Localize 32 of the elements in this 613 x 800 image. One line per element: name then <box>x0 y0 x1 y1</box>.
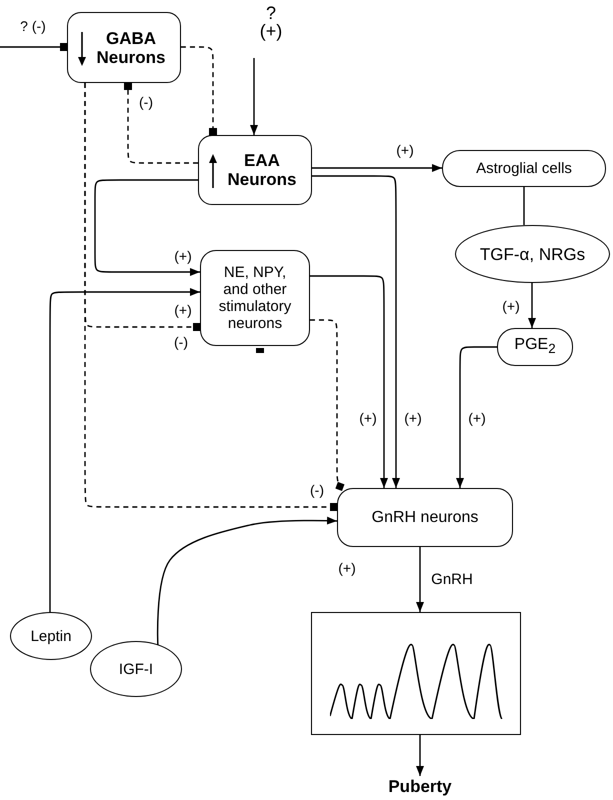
edge-label: ? (+) <box>258 4 284 40</box>
arrow <box>49 288 200 612</box>
arrow <box>310 275 388 488</box>
cell-box <box>442 150 606 187</box>
neuron-box <box>337 488 513 547</box>
dashed-inhibition-line <box>124 82 198 164</box>
neuron-box <box>200 250 310 346</box>
neuron-box <box>67 12 181 83</box>
node-label: Astroglial cells <box>476 160 572 177</box>
node-label: EAA Neurons <box>226 151 298 189</box>
outcome-text: Puberty <box>388 776 452 796</box>
node-label: Leptin <box>30 628 72 644</box>
arrow <box>250 58 258 135</box>
arrow <box>416 547 424 612</box>
arrow <box>312 164 442 172</box>
arrow <box>528 283 536 328</box>
arrow <box>312 175 400 488</box>
arrow <box>416 735 424 776</box>
dashed-inhibition-line <box>310 319 344 492</box>
dashed-inhibition-line <box>181 46 217 136</box>
node-label: PGE$_{2}$ <box>514 336 556 358</box>
neuron-box <box>198 135 312 205</box>
arrow <box>456 346 497 488</box>
node-label: GnRH neurons <box>372 508 478 526</box>
node-label: NE, NPY, and other stimulatory neurons <box>218 264 292 332</box>
node-label: TGF-α, NRGs <box>480 244 586 264</box>
factor-box <box>497 328 573 366</box>
node-label: IGF-I <box>118 660 154 678</box>
arrow <box>94 179 200 276</box>
node-label: GABA Neurons <box>96 28 166 66</box>
dashed-inhibition-line <box>84 83 338 511</box>
pulse-graph-box <box>311 612 521 735</box>
